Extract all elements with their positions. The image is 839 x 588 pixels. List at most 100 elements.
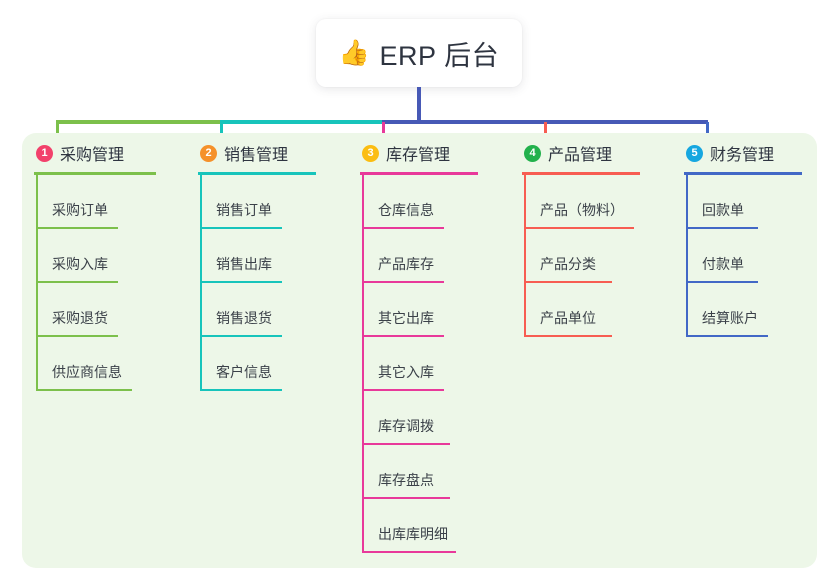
module-item[interactable]: 付款单 bbox=[686, 229, 758, 283]
connector-hbar-segment-2 bbox=[220, 120, 384, 124]
root-node-title-wrap: 👍 ERP 后台 bbox=[339, 34, 499, 73]
module-item[interactable]: 销售退货 bbox=[200, 283, 282, 337]
module-item[interactable]: 库存盘点 bbox=[362, 445, 450, 499]
module-header-rule bbox=[198, 172, 316, 175]
module-header-2[interactable]: 2 销售管理 bbox=[186, 133, 348, 173]
module-item-rule bbox=[362, 227, 444, 229]
module-item[interactable]: 产品单位 bbox=[524, 283, 612, 337]
module-item[interactable]: 其它入库 bbox=[362, 337, 444, 391]
module-item-label: 其它入库 bbox=[378, 364, 434, 380]
module-item-rule bbox=[686, 227, 758, 229]
module-item[interactable]: 结算账户 bbox=[686, 283, 768, 337]
module-item[interactable]: 仓库信息 bbox=[362, 175, 444, 229]
module-spine bbox=[36, 175, 38, 391]
module-item-rule bbox=[36, 335, 118, 337]
module-index-badge: 3 bbox=[362, 144, 379, 162]
module-item[interactable]: 库存调拨 bbox=[362, 391, 450, 445]
module-item-rule bbox=[686, 335, 768, 337]
module-item-label: 销售退货 bbox=[216, 310, 272, 326]
module-header-rule bbox=[360, 172, 478, 175]
thumbs-up-icon: 👍 bbox=[338, 38, 371, 67]
module-item[interactable]: 其它出库 bbox=[362, 283, 444, 337]
module-column-3: 3 库存管理仓库信息产品库存其它出库其它入库库存调拨库存盘点出库库明细 bbox=[348, 133, 510, 553]
module-item-rule bbox=[362, 497, 450, 499]
module-header-rule bbox=[34, 172, 156, 175]
module-item-label: 产品（物料） bbox=[540, 202, 624, 218]
module-item-rule bbox=[362, 335, 444, 337]
module-item[interactable]: 产品库存 bbox=[362, 229, 444, 283]
module-item[interactable]: 客户信息 bbox=[200, 337, 282, 391]
module-index-badge: 5 bbox=[686, 144, 703, 162]
module-item-label: 产品分类 bbox=[540, 256, 596, 272]
module-item-label: 仓库信息 bbox=[378, 202, 434, 218]
module-item-rule bbox=[200, 227, 282, 229]
module-header-rule bbox=[522, 172, 640, 175]
module-column-5: 5 财务管理回款单付款单结算账户 bbox=[672, 133, 822, 337]
module-item-rule bbox=[524, 227, 634, 229]
module-item[interactable]: 出库库明细 bbox=[362, 499, 456, 553]
module-index-badge: 4 bbox=[524, 144, 541, 162]
module-item-label: 其它出库 bbox=[378, 310, 434, 326]
module-item-rule bbox=[524, 335, 612, 337]
module-item-rule bbox=[686, 281, 758, 283]
module-item-label: 产品库存 bbox=[378, 256, 434, 272]
module-item-rule bbox=[362, 389, 444, 391]
module-item[interactable]: 回款单 bbox=[686, 175, 758, 229]
module-item[interactable]: 产品（物料） bbox=[524, 175, 634, 229]
module-item-label: 付款单 bbox=[702, 256, 744, 272]
module-item[interactable]: 产品分类 bbox=[524, 229, 612, 283]
module-item-label: 采购入库 bbox=[52, 256, 108, 272]
module-item-label: 出库库明细 bbox=[378, 526, 448, 542]
module-column-2: 2 销售管理销售订单销售出库销售退货客户信息 bbox=[186, 133, 348, 391]
module-item-rule bbox=[362, 281, 444, 283]
module-header-3[interactable]: 3 库存管理 bbox=[348, 133, 510, 173]
module-item-rule bbox=[36, 389, 132, 391]
module-spine bbox=[200, 175, 202, 391]
module-spine bbox=[362, 175, 364, 553]
module-item-label: 库存调拨 bbox=[378, 418, 434, 434]
module-item-label: 产品单位 bbox=[540, 310, 596, 326]
module-item[interactable]: 采购入库 bbox=[36, 229, 118, 283]
module-item-rule bbox=[524, 281, 612, 283]
modules-panel: 1 采购管理采购订单采购入库采购退货供应商信息 2 销售管理销售订单销售出库销售退货客… bbox=[22, 133, 817, 568]
module-item-rule bbox=[200, 389, 282, 391]
module-item-label: 销售出库 bbox=[216, 256, 272, 272]
module-header-rule bbox=[684, 172, 802, 175]
module-title-label: 财务管理 bbox=[710, 147, 775, 164]
root-node-label: ERP 后台 bbox=[379, 40, 500, 71]
module-title-label: 采购管理 bbox=[60, 147, 125, 164]
module-column-1: 1 采购管理采购订单采购入库采购退货供应商信息 bbox=[22, 133, 184, 391]
module-item-label: 客户信息 bbox=[216, 364, 272, 380]
module-item-label: 库存盘点 bbox=[378, 472, 434, 488]
root-node-card[interactable]: 👍 ERP 后台 bbox=[316, 19, 522, 87]
module-header-4[interactable]: 4 产品管理 bbox=[510, 133, 672, 173]
module-item-label: 回款单 bbox=[702, 202, 744, 218]
trunk-connector-vertical bbox=[417, 87, 421, 122]
module-item[interactable]: 采购订单 bbox=[36, 175, 118, 229]
module-item-rule bbox=[200, 281, 282, 283]
module-title-label: 库存管理 bbox=[386, 147, 451, 164]
module-item[interactable]: 采购退货 bbox=[36, 283, 118, 337]
module-item-label: 采购退货 bbox=[52, 310, 108, 326]
connector-hbar-segment-1 bbox=[56, 120, 222, 124]
module-item-label: 供应商信息 bbox=[52, 364, 122, 380]
module-index-badge: 2 bbox=[200, 144, 217, 162]
module-spine bbox=[686, 175, 688, 337]
module-index-badge: 1 bbox=[36, 144, 53, 162]
module-item[interactable]: 销售订单 bbox=[200, 175, 282, 229]
module-item-rule bbox=[200, 335, 282, 337]
module-item-label: 销售订单 bbox=[216, 202, 272, 218]
module-item-rule bbox=[36, 227, 118, 229]
module-header-1[interactable]: 1 采购管理 bbox=[22, 133, 184, 173]
module-item-label: 结算账户 bbox=[702, 310, 758, 326]
module-item[interactable]: 供应商信息 bbox=[36, 337, 132, 391]
module-item[interactable]: 销售出库 bbox=[200, 229, 282, 283]
module-item-label: 采购订单 bbox=[52, 202, 108, 218]
module-title-label: 产品管理 bbox=[548, 147, 613, 164]
module-item-rule bbox=[362, 443, 450, 445]
module-header-5[interactable]: 5 财务管理 bbox=[672, 133, 822, 173]
module-column-4: 4 产品管理产品（物料） 产品分类产品单位 bbox=[510, 133, 672, 337]
module-item-rule bbox=[36, 281, 118, 283]
module-title-label: 销售管理 bbox=[224, 147, 289, 164]
module-item-rule bbox=[362, 551, 456, 553]
